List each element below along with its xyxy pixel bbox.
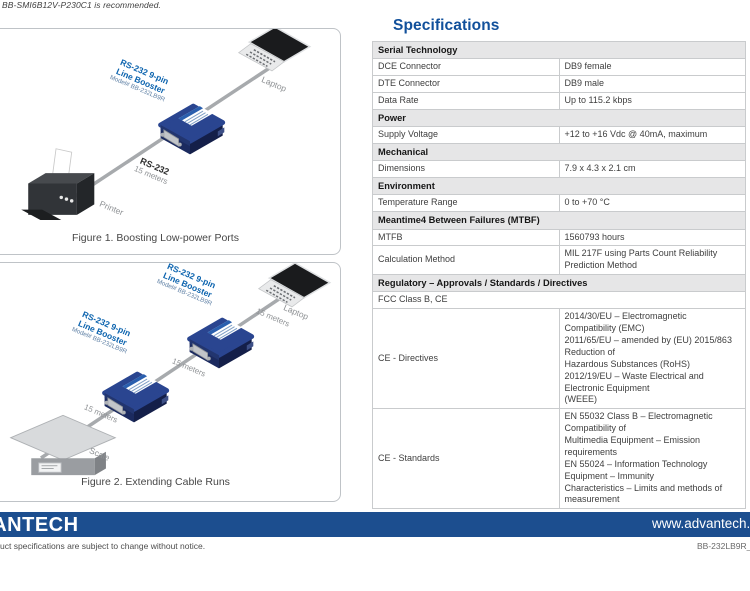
table-section-row: Regulatory – Approvals / Standards / Dir…: [372, 274, 746, 293]
figure-2-caption: Figure 2. Extending Cable Runs: [81, 476, 230, 488]
footer-brand-bar: ADVANTECH www.advantech.com: [0, 512, 750, 537]
figure-1-panel: RS-232 9-pin Line Booster Model# BB-232L…: [0, 28, 341, 255]
table-row: FCC Class B, CE: [372, 291, 746, 310]
recommended-power-supply-note: BB-SMI6B12V-P230C1 is recommended.: [2, 0, 161, 10]
advantech-logo: ADVANTECH: [0, 514, 79, 536]
table-section-row: Mechanical: [372, 143, 746, 162]
figure-2-diagram: [10, 263, 331, 476]
specifications-title: Specifications: [393, 17, 500, 34]
table-section-row: Serial Technology: [372, 40, 746, 60]
laptop-graphic: [237, 29, 311, 72]
table-row: Supply Voltage+12 to +16 Vdc @ 40mA, max…: [372, 126, 746, 145]
figure-2-panel: RS-232 9-pin Line Booster Model# BB-232L…: [0, 261, 341, 502]
website-link[interactable]: www.advantech.com: [652, 516, 750, 531]
figure-1-caption: Figure 1. Boosting Low-power Ports: [72, 232, 239, 244]
table-section-row: Meantime4 Between Failures (MTBF): [372, 211, 746, 230]
disclaimer-text: uct specifications are subject to change…: [0, 541, 206, 551]
line-booster-graphic: [161, 106, 225, 154]
line-booster-2-graphic: [190, 320, 254, 368]
table-section-row: Power: [372, 108, 746, 128]
laptop-graphic: [257, 263, 331, 308]
figure-1-diagram: [20, 29, 311, 221]
scale-graphic: [10, 414, 116, 476]
printer-graphic: [20, 148, 95, 221]
document-code: BB-232LB9R_: [697, 541, 750, 551]
table-section-row: Environment: [372, 177, 746, 196]
